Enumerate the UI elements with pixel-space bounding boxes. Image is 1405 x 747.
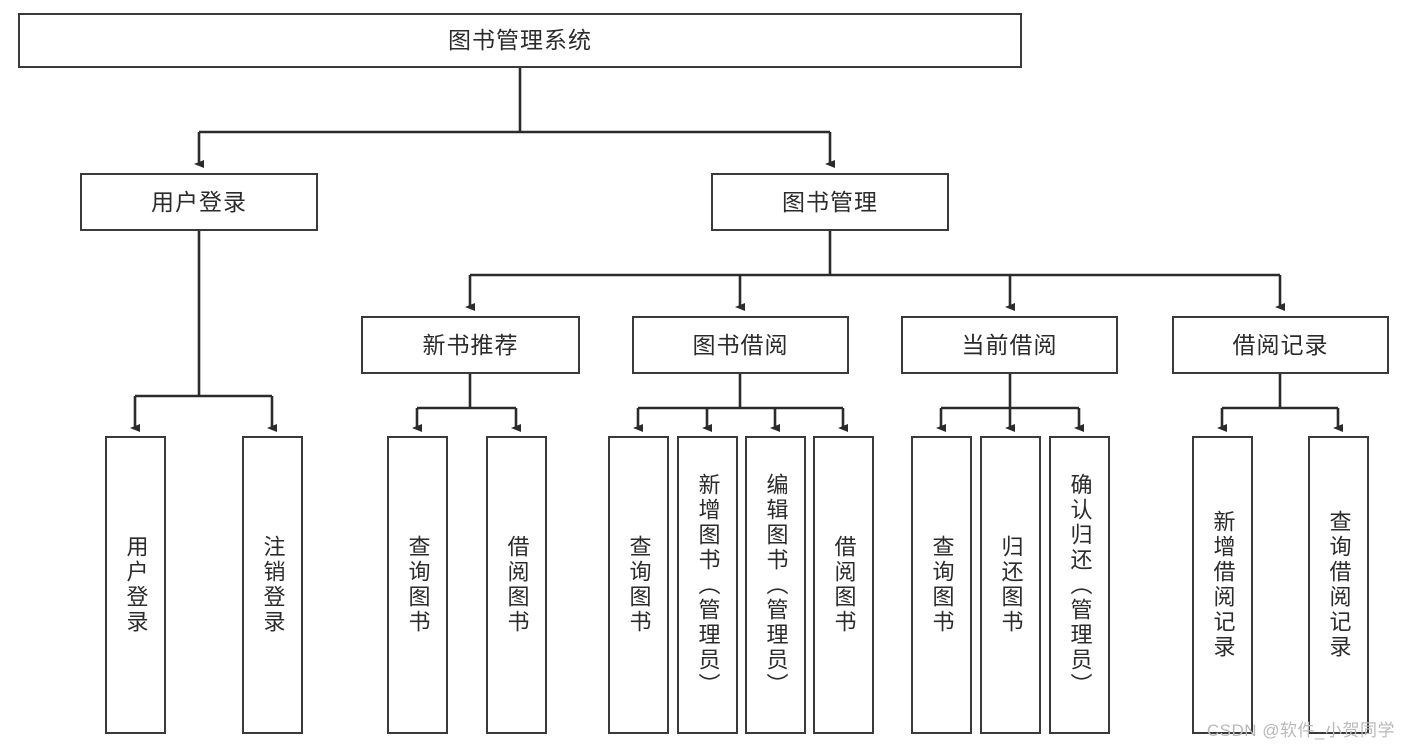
leaf-newbook-borrow-book[interactable]: 借阅图书: [486, 436, 547, 734]
leaf-user-logout[interactable]: 注销登录: [242, 436, 303, 734]
leaf-borrow-borrow-book[interactable]: 借阅图书: [813, 436, 874, 734]
node-current-borrow[interactable]: 当前借阅: [901, 316, 1118, 374]
node-book-borrow[interactable]: 图书借阅: [632, 316, 849, 374]
node-label: 查询图书: [405, 535, 431, 635]
leaf-current-query-book[interactable]: 查询图书: [911, 436, 972, 734]
node-borrow-record[interactable]: 借阅记录: [1172, 316, 1389, 374]
csdn-watermark: CSDN @软件_小贺同学: [1206, 721, 1395, 740]
leaf-record-query-record[interactable]: 查询借阅记录: [1308, 436, 1369, 734]
node-label: 查询图书: [626, 535, 652, 635]
node-label: 新增图书（管理员）: [695, 472, 721, 698]
node-label: 图书借阅: [692, 331, 789, 358]
leaf-borrow-query-book[interactable]: 查询图书: [608, 436, 669, 734]
node-label: 新书推荐: [422, 331, 519, 358]
node-label: 用户登录: [123, 535, 149, 635]
leaf-record-add-record[interactable]: 新增借阅记录: [1192, 436, 1253, 734]
node-root-system[interactable]: 图书管理系统: [18, 13, 1022, 68]
leaf-borrow-edit-book-admin[interactable]: 编辑图书（管理员）: [745, 436, 806, 734]
node-user-login[interactable]: 用户登录: [80, 173, 318, 231]
node-label: 确认归还（管理员）: [1067, 472, 1093, 698]
node-label: 当前借阅: [961, 331, 1058, 358]
node-label: 用户登录: [151, 188, 247, 215]
node-label: 借阅图书: [504, 535, 530, 635]
leaf-newbook-query-book[interactable]: 查询图书: [387, 436, 448, 734]
node-label: 查询借阅记录: [1326, 510, 1352, 660]
node-new-book-recommend[interactable]: 新书推荐: [361, 316, 580, 374]
node-label: 借阅记录: [1232, 331, 1329, 358]
node-label: 图书管理系统: [448, 27, 592, 54]
node-label: 查询图书: [929, 535, 955, 635]
node-label: 图书管理: [782, 188, 878, 215]
leaf-user-login[interactable]: 用户登录: [105, 436, 166, 734]
node-book-management[interactable]: 图书管理: [711, 173, 949, 231]
node-label: 归还图书: [998, 535, 1024, 635]
leaf-current-return-book[interactable]: 归还图书: [980, 436, 1041, 734]
node-label: 新增借阅记录: [1210, 510, 1236, 660]
leaf-borrow-add-book-admin[interactable]: 新增图书（管理员）: [677, 436, 738, 734]
leaf-current-confirm-return-admin[interactable]: 确认归还（管理员）: [1049, 436, 1110, 734]
node-label: 编辑图书（管理员）: [763, 472, 789, 698]
node-label: 注销登录: [260, 535, 286, 635]
node-label: 借阅图书: [831, 535, 857, 635]
